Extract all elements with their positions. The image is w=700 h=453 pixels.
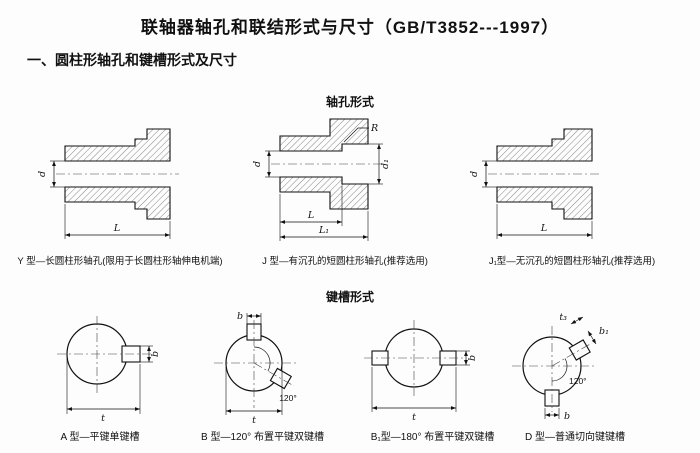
y-type-caption: Y 型—长圆柱形轴孔(限用于长圆柱形轴伸电机端) (17, 256, 223, 267)
dim-t: t (66, 358, 141, 424)
dim-label-d1: d₁ (380, 159, 391, 169)
dim-label-R: R (370, 123, 378, 134)
dim-L: L (64, 204, 171, 239)
dim-b: b (544, 408, 570, 422)
leader-R: R (343, 123, 378, 143)
dim-label-d: d (469, 171, 480, 177)
dim-b1: b₁ (587, 326, 609, 345)
dim-label-t: t (252, 415, 256, 426)
dim-b: b (237, 311, 262, 324)
a-type-caption: A 型—平键单键槽 (60, 432, 140, 443)
dim-d: d (37, 160, 65, 188)
dim-L: L (279, 186, 343, 241)
j1-type-drawing: d L (469, 128, 602, 239)
j1-type-caption: J₁型—无沉孔的短圆柱形轴孔(推荐选用) (488, 256, 656, 267)
b-type-drawing: 120° b t (214, 311, 297, 426)
dim-t: t (225, 367, 283, 426)
j-type-caption: J 型—有沉孔的短圆柱形轴孔(推荐选用) (262, 256, 428, 267)
dim-label-b1: b₁ (599, 326, 609, 337)
dim-label-b: b (564, 411, 570, 422)
dim-label-L: L (540, 223, 547, 234)
hub-cross-section (496, 128, 593, 220)
dim-b: b (456, 350, 478, 366)
keyway-slot-1 (568, 339, 591, 361)
d-type-caption: D 型—普通切向键键槽 (525, 432, 625, 443)
dim-label-L1: L₁ (318, 225, 329, 236)
angle-dim: 120° (253, 346, 297, 403)
dim-L1: L₁ (280, 211, 369, 241)
keyway-subtitle: 键槽形式 (325, 290, 374, 304)
b1-type-drawing: b t (364, 320, 478, 423)
angle-dim: 120° (551, 358, 587, 386)
dim-label-L: L (307, 210, 314, 221)
dim-t3: t₃ (559, 312, 584, 325)
dim-label-b: b (467, 355, 478, 361)
keyway-axis-line (253, 362, 295, 387)
a-type-drawing: b t (57, 316, 161, 424)
dim-L: L (496, 204, 593, 239)
page-title: 联轴器轴孔和联结形式与尺寸（GB/T3852---1997） (140, 18, 560, 37)
dim-label-L: L (113, 223, 120, 234)
dim-d1: d₁ (368, 143, 391, 185)
angle-label: 120° (279, 393, 297, 403)
b1-type-caption: B₁型—180° 布置平键双键槽 (370, 432, 495, 443)
b-type-caption: B 型—120° 布置平键双键槽 (201, 432, 324, 443)
dim-label-t: t (412, 412, 416, 423)
dim-d: d (469, 160, 497, 188)
angle-label: 120° (569, 376, 587, 386)
dim-label-t: t (101, 413, 105, 424)
dim-b: b (140, 345, 161, 363)
shaft-hole-subtitle: 轴孔形式 (325, 95, 374, 109)
j-type-drawing: d d₁ R L L₁ (252, 118, 391, 241)
hub-cross-section (64, 128, 171, 220)
dim-d: d (252, 150, 280, 178)
y-type-drawing: d L (37, 128, 179, 239)
dim-label-b: b (237, 311, 243, 322)
dim-label-d: d (252, 161, 263, 167)
dim-t: t (371, 367, 457, 423)
dim-label-d: d (37, 171, 48, 177)
section-heading: 一、圆柱形轴孔和键槽形式及尺寸 (27, 52, 237, 68)
keyway-axis-line (551, 342, 593, 367)
dim-label-b: b (150, 351, 161, 357)
d-type-drawing: 120° b₁ t₃ b (512, 312, 609, 422)
dim-label-t3: t₃ (559, 312, 567, 323)
